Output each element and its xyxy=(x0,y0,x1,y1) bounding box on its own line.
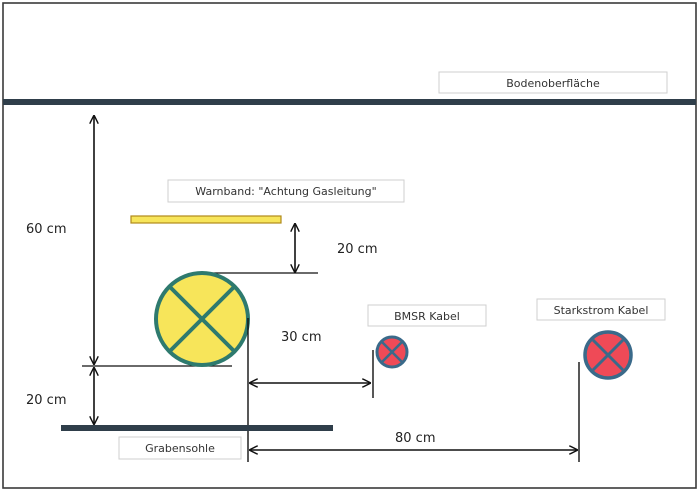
bottom-clearance-label: 20 cm xyxy=(26,393,67,408)
depth-label: 60 cm xyxy=(26,222,67,237)
bmsr-cable-label: BMSR Kabel xyxy=(394,310,460,323)
power-cable-label: Starkstrom Kabel xyxy=(554,304,649,317)
ground-surface-line xyxy=(3,99,696,105)
tape-distance-label: 20 cm xyxy=(337,242,378,257)
power-distance-label: 80 cm xyxy=(395,431,436,446)
trench-bottom-label-box: Grabensohle xyxy=(118,436,242,460)
warning-tape-label: Warnband: "Achtung Gasleitung" xyxy=(195,185,376,198)
power-cable-label-box: Starkstrom Kabel xyxy=(536,298,666,321)
trench-bottom-line xyxy=(61,425,333,431)
bmsr-cable-label-box: BMSR Kabel xyxy=(367,304,487,327)
surface-label: Bodenoberfläche xyxy=(506,77,600,90)
warning-tape-label-box: Warnband: "Achtung Gasleitung" xyxy=(167,179,405,203)
surface-label-box: Bodenoberfläche xyxy=(438,71,668,94)
trench-bottom-label: Grabensohle xyxy=(145,442,215,455)
bmsr-cable xyxy=(375,335,409,369)
warning-tape xyxy=(130,215,282,224)
bmsr-distance-label: 30 cm xyxy=(281,330,322,345)
power-cable xyxy=(583,330,633,380)
gas-pipe xyxy=(154,271,250,367)
